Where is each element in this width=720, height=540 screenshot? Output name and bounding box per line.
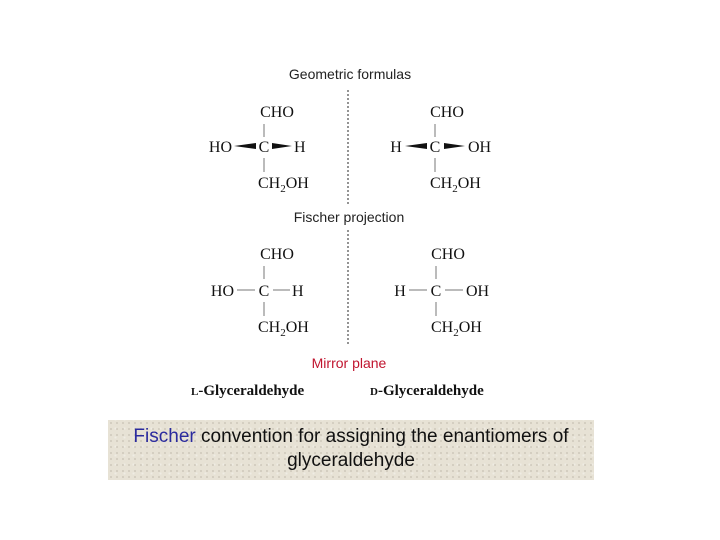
right-substituent: OH (468, 139, 492, 156)
right-substituent: H (294, 139, 306, 156)
caption-box: Fischer convention for assigning the ena… (108, 420, 594, 480)
wedge-bond-right (272, 143, 292, 149)
top-substituent: CHO (260, 104, 294, 121)
left-substituent: HO (209, 139, 232, 156)
central-carbon: C (430, 139, 441, 156)
right-substituent: H (292, 283, 304, 300)
bottom-substituent: CH2OH (431, 319, 482, 339)
right-substituent: OH (466, 283, 490, 300)
top-substituent: CHO (431, 246, 465, 263)
left-substituent: HO (211, 283, 234, 300)
geometric-formulas-heading: Geometric formulas (289, 66, 411, 82)
left-substituent: H (390, 139, 402, 156)
top-substituent: CHO (260, 246, 294, 263)
bottom-substituent: CH2OH (258, 175, 309, 195)
bottom-substituent: CH2OH (258, 319, 309, 339)
top-substituent: CHO (430, 104, 464, 121)
molecule-geometric-l: CHO C HO H CH2OH (209, 104, 309, 195)
d-glyceraldehyde-label: D-Glyceraldehyde (370, 383, 484, 399)
central-carbon: C (431, 283, 442, 300)
wedge-bond-left (234, 143, 256, 149)
caption-highlight: Fischer (133, 426, 196, 447)
molecule-fischer-d: CHO C H OH CH2OH (394, 246, 489, 339)
left-substituent: H (394, 283, 406, 300)
central-carbon: C (259, 139, 270, 156)
bottom-substituent: CH2OH (430, 175, 481, 195)
l-glyceraldehyde-label: L-Glyceraldehyde (191, 383, 304, 399)
caption-text: convention for assigning the enantiomers… (195, 426, 569, 471)
fischer-projection-heading: Fischer projection (294, 209, 405, 225)
molecule-fischer-l: CHO C HO H CH2OH (211, 246, 309, 339)
molecule-geometric-d: CHO C H OH CH2OH (390, 104, 491, 195)
mirror-plane-label: Mirror plane (312, 355, 387, 371)
wedge-bond-right (444, 143, 465, 149)
wedge-bond-left (405, 143, 427, 149)
central-carbon: C (259, 283, 270, 300)
